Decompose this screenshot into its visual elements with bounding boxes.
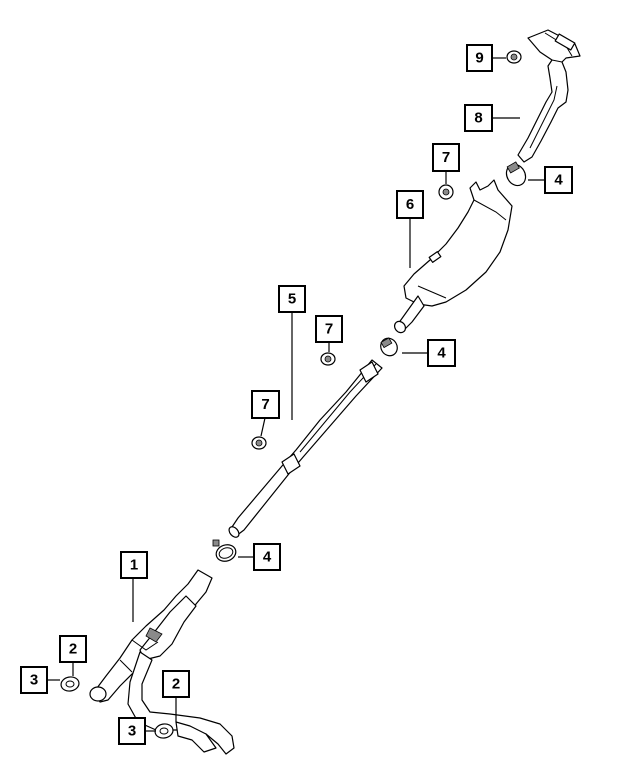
muffler-part-6: [393, 179, 513, 334]
callout-label: 4: [263, 549, 272, 566]
callout-8: 8: [464, 104, 493, 132]
callout-label: 1: [130, 557, 138, 574]
callout-label: 7: [261, 396, 269, 413]
callout-label: 5: [288, 291, 296, 308]
hanger-insulator-part-7-middle: [320, 352, 336, 366]
tailpipe-part-8: [517, 29, 581, 163]
callout-9: 9: [466, 44, 493, 72]
callout-label: 2: [172, 676, 180, 693]
callout-4-middle: 4: [427, 339, 456, 367]
clamp-part-4-middle: [380, 337, 398, 357]
callout-7-middle: 7: [315, 315, 343, 343]
hanger-insulator-part-7-lower: [251, 436, 267, 450]
callout-label: 2: [69, 641, 77, 658]
callout-label: 8: [474, 110, 482, 127]
leader-7-lower: [260, 417, 266, 437]
clamp-part-4-upper: [505, 161, 527, 187]
hanger-insulator-part-9: [506, 50, 522, 64]
clamp-part-4-lower: [212, 539, 237, 562]
callout-1: 1: [120, 551, 148, 579]
intermediate-pipe-part-5: [228, 359, 383, 538]
callout-2-upper: 2: [59, 635, 87, 663]
callout-label: 7: [442, 149, 450, 166]
catalytic-converter-part-1: [60, 569, 235, 755]
callout-3-lower: 3: [118, 717, 146, 745]
callout-label: 4: [554, 172, 563, 189]
callout-2-lower: 2: [162, 670, 190, 698]
callout-label: 7: [325, 321, 333, 338]
callout-4-upper: 4: [544, 166, 573, 194]
leader-lines: [47, 57, 545, 732]
callout-5: 5: [278, 285, 306, 313]
callout-3-upper: 3: [20, 666, 48, 694]
callout-label: 9: [475, 50, 483, 67]
callout-6: 6: [396, 190, 424, 219]
callout-7-lower: 7: [251, 390, 280, 419]
hanger-insulator-part-7-upper: [438, 184, 454, 200]
callout-label: 3: [128, 723, 136, 740]
callout-4-lower: 4: [253, 543, 281, 571]
callout-7-upper: 7: [432, 143, 460, 172]
callout-label: 6: [406, 196, 414, 213]
callout-label: 4: [437, 345, 446, 362]
callout-label: 3: [30, 672, 38, 689]
